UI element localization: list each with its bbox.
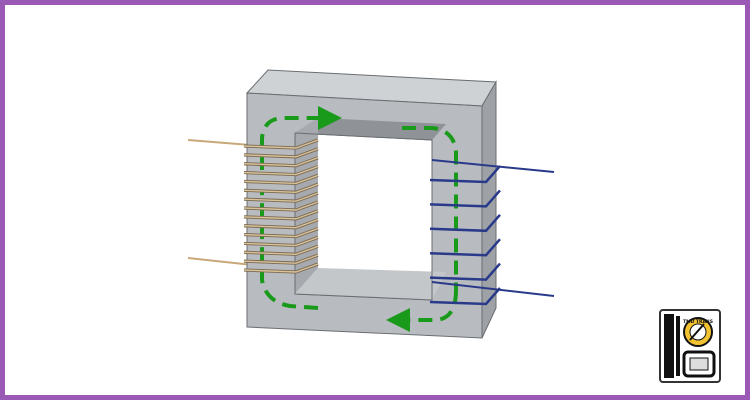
core-window-inner-bottom [295, 268, 446, 300]
secondary-lead-top [431, 159, 555, 173]
primary-turn-highlight [243, 201, 319, 211]
primary-turn-highlight [243, 174, 319, 185]
tmd-trans-logo: TMD TRANS [659, 309, 721, 383]
primary-turn-highlight [243, 254, 319, 264]
secondary-turn [429, 213, 501, 233]
primary-turn-highlight [243, 263, 319, 273]
primary-turn-highlight [243, 210, 319, 220]
flux-arrow-bottom-left [260, 190, 319, 310]
flux-arrow-bottom-right [386, 289, 458, 332]
secondary-turn [429, 165, 501, 184]
primary-turn-highlight [243, 219, 319, 229]
primary-turn-highlight [243, 227, 319, 238]
secondary-turn [429, 287, 501, 306]
transformer-core [245, 69, 497, 339]
secondary-leads [431, 159, 555, 297]
primary-turn-highlight [243, 183, 319, 193]
flux-arrow-top-left [260, 106, 342, 170]
primary-turn-highlight [243, 236, 319, 247]
primary-turn-highlight [243, 192, 319, 202]
secondary-lead-bottom [431, 281, 555, 297]
secondary-winding [429, 165, 501, 306]
primary-turn-highlight [243, 148, 319, 158]
primary-turn-highlight [243, 139, 319, 149]
flux-arrow-right [402, 126, 458, 290]
primary-turn-highlight [243, 165, 319, 176]
secondary-turn [429, 262, 501, 281]
magnetic-flux-path [260, 106, 458, 332]
primary-winding [243, 138, 319, 274]
secondary-turn [429, 238, 501, 257]
logo-text: TMD TRANS [683, 319, 713, 325]
primary-turn-highlight [243, 157, 319, 167]
primary-turn-highlight [243, 245, 319, 255]
secondary-turn [429, 189, 501, 208]
core-window-outline [294, 132, 433, 301]
